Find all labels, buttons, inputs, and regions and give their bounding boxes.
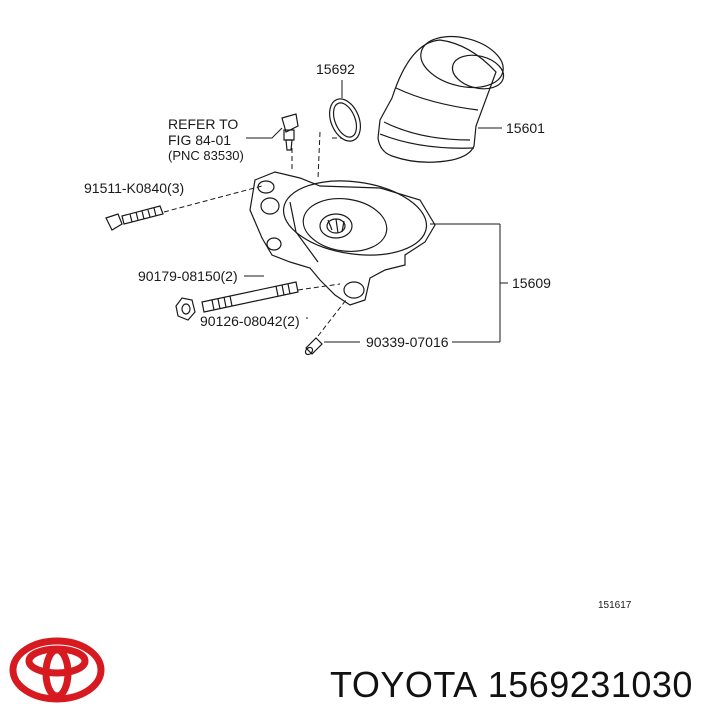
callout-15692: 15692 — [316, 61, 355, 77]
nut-drawing — [175, 297, 196, 321]
refer-to-label: REFER TO — [168, 116, 238, 132]
oil-filter-bracket-drawing — [249, 171, 436, 306]
callout-90179: 90179-08150(2) — [138, 268, 238, 284]
callout-15609: 15609 — [512, 275, 551, 291]
oil-filter-drawing — [377, 35, 505, 163]
toyota-logo-icon — [9, 637, 105, 703]
bolt-drawing — [105, 205, 164, 231]
callout-15601: 15601 — [506, 120, 545, 136]
oil-pressure-switch-drawing — [281, 113, 299, 151]
refer-pnc-label: (PNC 83530) — [168, 148, 244, 163]
callout-91511: 91511-K0840(3) — [84, 180, 184, 196]
callout-90339: 90339-07016 — [366, 334, 449, 350]
part-number: 1569231030 — [487, 664, 693, 705]
brand-name: TOYOTA — [330, 664, 478, 705]
pin-drawing — [304, 337, 323, 356]
figure-number: 151617 — [598, 600, 632, 611]
o-ring-drawing — [329, 98, 361, 142]
stud-drawing — [201, 281, 299, 313]
callout-90126: 90126-08042(2) — [200, 313, 300, 329]
leader-lines — [163, 80, 508, 343]
refer-fig-label: FIG 84-01 — [168, 132, 231, 148]
